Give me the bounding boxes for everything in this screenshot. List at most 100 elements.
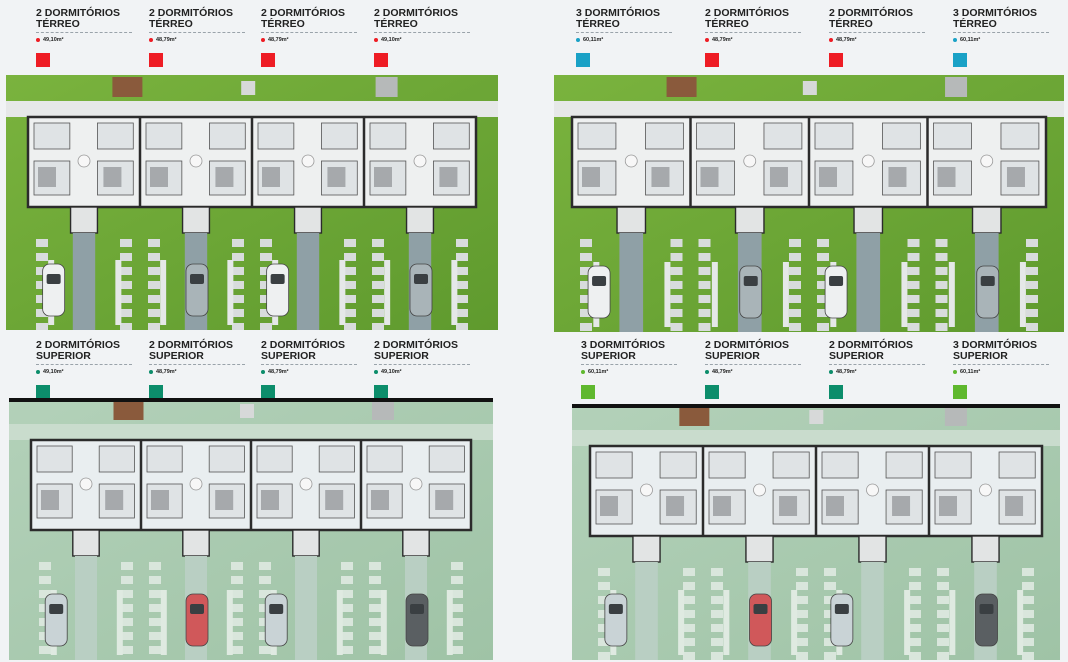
unit-label: 2 DORMITÓRIOS TÉRREO 49,10m² — [374, 7, 474, 67]
unit-area: 48,79m² — [712, 369, 733, 375]
unit-label-row: 3 DORMITÓRIOS TÉRREO 60,11m² 2 DORMITÓRI… — [548, 8, 1068, 68]
unit-color-swatch — [953, 385, 967, 399]
site-plan-image — [9, 398, 493, 660]
unit-type: 3 DORMITÓRIOS — [581, 339, 666, 351]
unit-area: 49,10m² — [43, 37, 64, 43]
area-dot — [149, 370, 153, 374]
unit-floor: TÉRREO — [261, 18, 305, 30]
unit-label: 3 DORMITÓRIOS SUPERIOR 60,11m² — [953, 339, 1053, 399]
unit-floor: SUPERIOR — [953, 350, 1008, 362]
unit-area: 49,10m² — [381, 369, 402, 375]
unit-label: 2 DORMITÓRIOS TÉRREO 49,10m² — [36, 7, 136, 67]
unit-area: 48,79m² — [836, 369, 857, 375]
unit-label: 2 DORMITÓRIOS TÉRREO 48,79m² — [829, 7, 929, 67]
unit-floor: SUPERIOR — [261, 350, 316, 362]
unit-color-swatch — [374, 385, 388, 399]
unit-area: 48,79m² — [268, 369, 289, 375]
area-dot — [374, 38, 378, 42]
area-dot — [149, 38, 153, 42]
unit-type: 2 DORMITÓRIOS — [36, 339, 121, 351]
unit-floor: SUPERIOR — [149, 350, 204, 362]
unit-type: 2 DORMITÓRIOS — [261, 339, 346, 351]
unit-label: 2 DORMITÓRIOS SUPERIOR 48,79m² — [149, 339, 249, 399]
unit-floor: TÉRREO — [829, 18, 873, 30]
unit-area: 48,79m² — [836, 37, 857, 43]
unit-color-swatch — [705, 53, 719, 67]
unit-floor: TÉRREO — [705, 18, 749, 30]
site-plan-drawing — [572, 404, 1060, 660]
unit-type: 2 DORMITÓRIOS — [829, 7, 914, 19]
unit-type: 2 DORMITÓRIOS — [149, 339, 234, 351]
unit-color-swatch — [705, 385, 719, 399]
unit-color-swatch — [576, 53, 590, 67]
unit-color-swatch — [953, 53, 967, 67]
unit-floor: TÉRREO — [576, 18, 620, 30]
unit-label: 3 DORMITÓRIOS SUPERIOR 60,11m² — [581, 339, 681, 399]
unit-type: 2 DORMITÓRIOS — [36, 7, 121, 19]
unit-area: 48,79m² — [156, 37, 177, 43]
area-dot — [705, 370, 709, 374]
unit-label-row: 2 DORMITÓRIOS SUPERIOR 49,10m² 2 DORMITÓ… — [0, 340, 510, 400]
unit-label-row: 3 DORMITÓRIOS SUPERIOR 60,11m² 2 DORMITÓ… — [548, 340, 1068, 400]
unit-floor: SUPERIOR — [705, 350, 760, 362]
unit-type: 3 DORMITÓRIOS — [953, 339, 1038, 351]
unit-area: 49,10m² — [43, 369, 64, 375]
area-dot — [581, 370, 585, 374]
unit-color-swatch — [581, 385, 595, 399]
unit-color-swatch — [829, 53, 843, 67]
unit-color-swatch — [829, 385, 843, 399]
unit-floor: SUPERIOR — [829, 350, 884, 362]
unit-area: 48,79m² — [712, 37, 733, 43]
area-dot — [829, 38, 833, 42]
unit-label: 2 DORMITÓRIOS TÉRREO 48,79m² — [149, 7, 249, 67]
area-dot — [261, 370, 265, 374]
unit-floor: TÉRREO — [149, 18, 193, 30]
unit-area: 49,10m² — [381, 37, 402, 43]
unit-area: 60,11m² — [588, 369, 609, 375]
unit-label: 2 DORMITÓRIOS SUPERIOR 49,10m² — [374, 339, 474, 399]
unit-type: 2 DORMITÓRIOS — [829, 339, 914, 351]
unit-type: 2 DORMITÓRIOS — [374, 7, 459, 19]
unit-type: 2 DORMITÓRIOS — [705, 7, 790, 19]
unit-color-swatch — [149, 53, 163, 67]
area-dot — [261, 38, 265, 42]
unit-area: 60,11m² — [960, 369, 981, 375]
site-plan-drawing — [9, 398, 493, 660]
area-dot — [374, 370, 378, 374]
unit-label: 2 DORMITÓRIOS SUPERIOR 48,79m² — [705, 339, 805, 399]
unit-area: 48,79m² — [156, 369, 177, 375]
panel-bottom-left: 2 DORMITÓRIOS SUPERIOR 49,10m² 2 DORMITÓ… — [0, 332, 510, 662]
unit-area: 60,11m² — [960, 37, 981, 43]
unit-type: 2 DORMITÓRIOS — [149, 7, 234, 19]
area-dot — [705, 38, 709, 42]
area-dot — [953, 370, 957, 374]
unit-floor: TÉRREO — [953, 18, 997, 30]
unit-label: 2 DORMITÓRIOS SUPERIOR 49,10m² — [36, 339, 136, 399]
unit-color-swatch — [149, 385, 163, 399]
unit-label-row: 2 DORMITÓRIOS TÉRREO 49,10m² 2 DORMITÓRI… — [0, 8, 510, 68]
unit-floor: TÉRREO — [374, 18, 418, 30]
unit-floor: SUPERIOR — [36, 350, 91, 362]
unit-floor: SUPERIOR — [581, 350, 636, 362]
unit-label: 3 DORMITÓRIOS TÉRREO 60,11m² — [576, 7, 676, 67]
unit-color-swatch — [261, 53, 275, 67]
unit-label: 2 DORMITÓRIOS TÉRREO 48,79m² — [261, 7, 361, 67]
site-plan-image — [554, 75, 1064, 332]
unit-type: 2 DORMITÓRIOS — [261, 7, 346, 19]
area-dot — [953, 38, 957, 42]
unit-area: 48,79m² — [268, 37, 289, 43]
area-dot — [36, 38, 40, 42]
unit-floor: TÉRREO — [36, 18, 80, 30]
unit-label: 3 DORMITÓRIOS TÉRREO 60,11m² — [953, 8, 1053, 67]
unit-color-swatch — [36, 385, 50, 399]
area-dot — [36, 370, 40, 374]
unit-floor: SUPERIOR — [374, 350, 429, 362]
unit-type: 2 DORMITÓRIOS — [374, 339, 459, 351]
unit-label: 2 DORMITÓRIOS TÉRREO 48,79m² — [705, 7, 805, 67]
unit-type: 2 DORMITÓRIOS — [705, 339, 790, 351]
unit-color-swatch — [36, 53, 50, 67]
unit-type: 3 DORMITÓRIOS — [576, 7, 661, 19]
area-dot — [829, 370, 833, 374]
area-dot — [576, 38, 580, 42]
site-plan-drawing — [6, 75, 498, 330]
